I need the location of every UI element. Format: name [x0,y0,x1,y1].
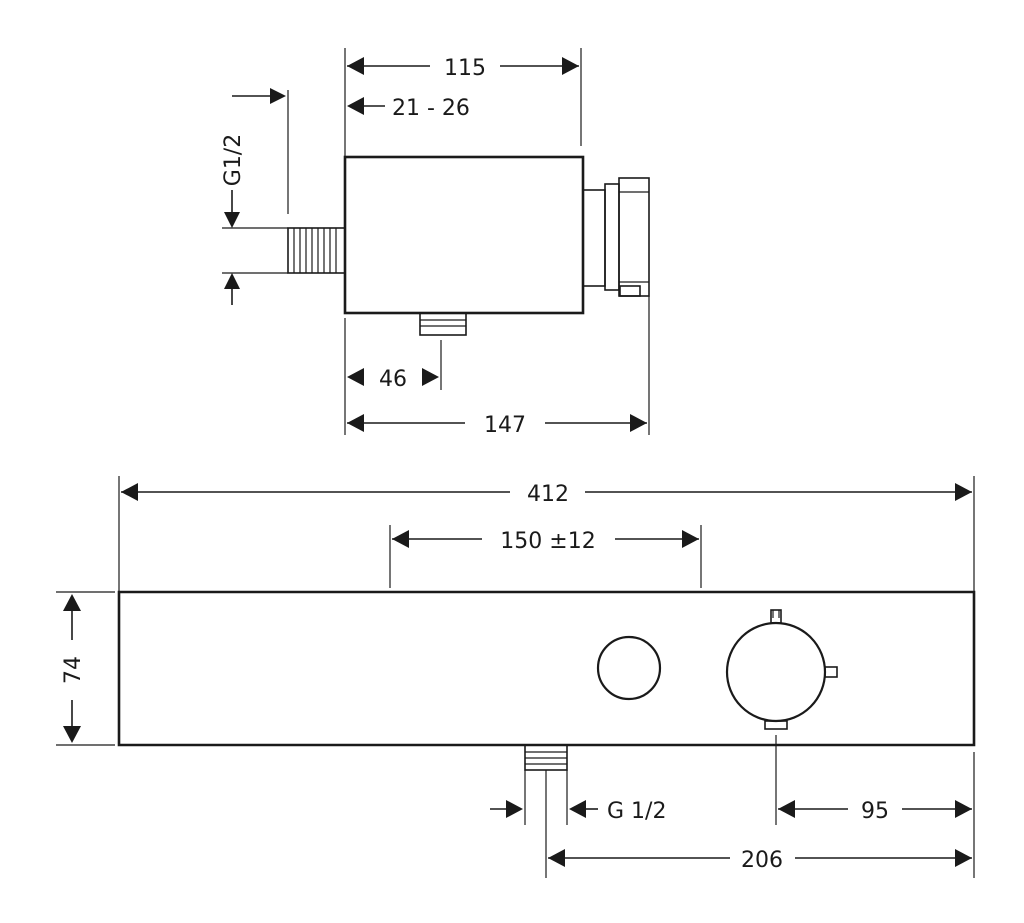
dim-46-label: 46 [379,367,407,392]
dim-74: 74 [61,594,86,743]
dim-115: 115 [347,56,579,81]
dim-206: 206 [548,848,972,873]
dim-206-label: 206 [741,848,783,873]
dim-g12-side-label: G1/2 [221,134,246,186]
dim-150-label: 150 ±12 [500,529,595,554]
dim-147: 147 [347,413,647,438]
front-outlet [524,744,568,771]
front-thermostat-knob [725,609,838,730]
dim-95-label: 95 [861,799,889,824]
dim-412: 412 [121,482,972,507]
front-view: 412 150 ±12 74 G 1/2 [56,476,976,878]
dim-21-26: 21 - 26 [347,96,470,121]
front-body [117,590,976,747]
dim-21-26-label: 21 - 26 [392,96,470,121]
dim-g12-front: G 1/2 [490,799,666,824]
dim-115-label: 115 [444,56,486,81]
side-outlet [419,312,467,336]
dim-412-label: 412 [527,482,569,507]
dim-g12-side: G1/2 [221,88,286,305]
dim-150: 150 ±12 [392,529,699,554]
side-body [343,155,585,315]
dim-95: 95 [778,799,972,824]
side-inlet-thread [287,227,346,274]
side-knob [582,177,650,297]
front-button [596,635,662,701]
dim-g12-front-label: G 1/2 [607,799,666,824]
dim-74-label: 74 [61,656,86,684]
side-view: 115 21 - 26 G1/2 46 1 [221,48,650,438]
dim-46: 46 [347,367,439,392]
dim-147-label: 147 [484,413,526,438]
